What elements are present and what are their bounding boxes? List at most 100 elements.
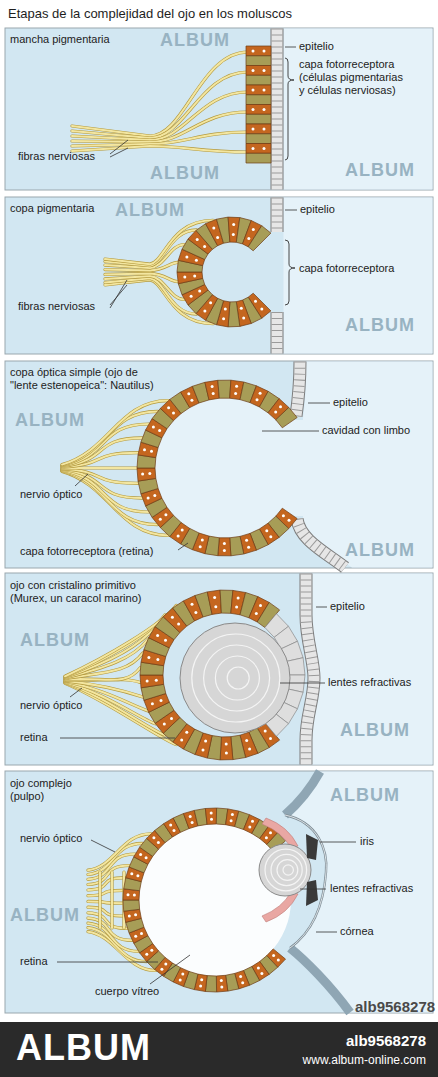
photoreceptor-cell bbox=[205, 380, 219, 400]
watermark: ALBUM bbox=[150, 163, 220, 183]
cornea bbox=[285, 815, 326, 948]
epithelium-cells bbox=[296, 362, 300, 417]
pigment-granule bbox=[199, 545, 202, 548]
pigment-granule bbox=[147, 497, 150, 500]
panel-ground bbox=[5, 573, 433, 765]
pigment-granule bbox=[274, 411, 277, 414]
pigment-granule bbox=[191, 603, 194, 606]
panel: ojo complejo (pulpo)nervio ópticoirislen… bbox=[5, 771, 433, 1013]
photoreceptor-cell bbox=[246, 114, 271, 124]
part-label: córnea bbox=[340, 925, 374, 938]
watermark: ALBUM bbox=[340, 720, 410, 740]
pigment-granule bbox=[190, 295, 193, 298]
outer-water bbox=[284, 198, 433, 354]
leader-line bbox=[178, 543, 188, 550]
pigment-granule bbox=[232, 223, 235, 226]
nerve-fiber-edge bbox=[72, 52, 248, 136]
pigment-granule bbox=[128, 914, 131, 917]
epithelium-edge bbox=[306, 574, 314, 765]
pigment-granule bbox=[216, 236, 219, 239]
epithelium-edge bbox=[271, 312, 284, 354]
nerve-fiber bbox=[111, 872, 113, 928]
pigment-granule bbox=[257, 967, 260, 970]
pigment-granule bbox=[169, 823, 172, 826]
leader-line bbox=[262, 431, 319, 432]
leader-line bbox=[110, 148, 128, 157]
lens bbox=[259, 844, 311, 896]
pigment-granule bbox=[172, 411, 175, 414]
pigment-granule bbox=[152, 425, 155, 428]
diagram-title: Etapas de la complejidad del ojo en los … bbox=[8, 6, 292, 22]
panel: copa óptica simple (ojo de "lente esteno… bbox=[5, 361, 433, 568]
pigment-granule bbox=[225, 752, 228, 755]
lens-layer bbox=[265, 849, 307, 891]
pigment-granule bbox=[247, 546, 250, 549]
nerve-fiber-edge bbox=[88, 907, 124, 916]
pigment-granule bbox=[156, 634, 159, 637]
pigment-granule bbox=[252, 128, 255, 131]
pigment-granule bbox=[177, 535, 180, 538]
drawn-parts bbox=[57, 29, 433, 1013]
pigment-granule bbox=[263, 108, 266, 111]
pigment-granule bbox=[254, 300, 257, 303]
outer-water bbox=[303, 362, 433, 568]
pigment-granule bbox=[263, 89, 266, 92]
pigment-granule bbox=[252, 69, 255, 72]
pigment-granule bbox=[159, 518, 162, 521]
lens-layer bbox=[204, 645, 270, 711]
panel-heading: ojo con cristalino primitivo (Murex, un … bbox=[10, 579, 150, 605]
nerve-fiber-edge bbox=[72, 132, 248, 146]
pigment-granule bbox=[130, 872, 133, 875]
pigment-granule bbox=[156, 658, 159, 661]
photoreceptor-cell bbox=[230, 536, 244, 555]
epithelium bbox=[272, 29, 283, 190]
pigment-granule bbox=[153, 494, 156, 497]
pigment-granule bbox=[143, 448, 146, 451]
pigment-granule bbox=[198, 290, 201, 293]
leader-line bbox=[316, 932, 337, 933]
part-label: retina bbox=[20, 955, 48, 968]
photoreceptor-cell bbox=[140, 675, 164, 688]
pigment-granule bbox=[263, 69, 266, 72]
pigment-granule bbox=[179, 979, 182, 982]
nerve-fiber bbox=[72, 146, 248, 152]
pigment-granule bbox=[260, 972, 263, 975]
outer-water bbox=[285, 772, 433, 1013]
epithelium bbox=[272, 312, 283, 354]
part-label: nervio óptico bbox=[20, 488, 82, 501]
photoreceptor-cell bbox=[246, 105, 271, 115]
nerve-fiber-edge bbox=[105, 273, 178, 281]
nerve-fiber bbox=[72, 112, 248, 142]
panel-ground bbox=[5, 197, 433, 354]
epithelium-edge bbox=[271, 29, 284, 190]
photoreceptor-cell bbox=[246, 56, 271, 66]
pigment-granule bbox=[193, 275, 196, 278]
leader-line bbox=[110, 140, 128, 154]
pigment-granule bbox=[140, 932, 143, 935]
pigment-granule bbox=[195, 259, 198, 262]
pigment-granule bbox=[279, 405, 282, 408]
pigment-granule bbox=[263, 128, 266, 131]
outer-water bbox=[284, 29, 433, 190]
iris-shape bbox=[306, 880, 318, 906]
pigment-granule bbox=[147, 656, 150, 659]
nerve-fiber-edge bbox=[72, 72, 248, 138]
pigment-granule bbox=[212, 392, 215, 395]
pigment-granule bbox=[151, 702, 154, 705]
leader-line bbox=[75, 474, 88, 486]
pigment-granule bbox=[264, 730, 267, 733]
pigment-granule bbox=[239, 975, 242, 978]
pigment-granule bbox=[214, 605, 217, 608]
photoreceptor-cell bbox=[246, 75, 271, 85]
epithelium-cells bbox=[272, 312, 283, 354]
leader-line bbox=[316, 607, 327, 608]
pigment-granule bbox=[187, 392, 190, 395]
pigment-granule bbox=[191, 821, 194, 824]
pigment-granule bbox=[181, 529, 184, 532]
pigment-granule bbox=[224, 307, 227, 310]
pigment-granule bbox=[160, 968, 163, 971]
pigment-granule bbox=[241, 981, 244, 984]
photoreceptor-cell bbox=[246, 124, 271, 134]
part-label: retina bbox=[20, 731, 48, 744]
part-label: capa fotorreceptora bbox=[299, 262, 394, 275]
